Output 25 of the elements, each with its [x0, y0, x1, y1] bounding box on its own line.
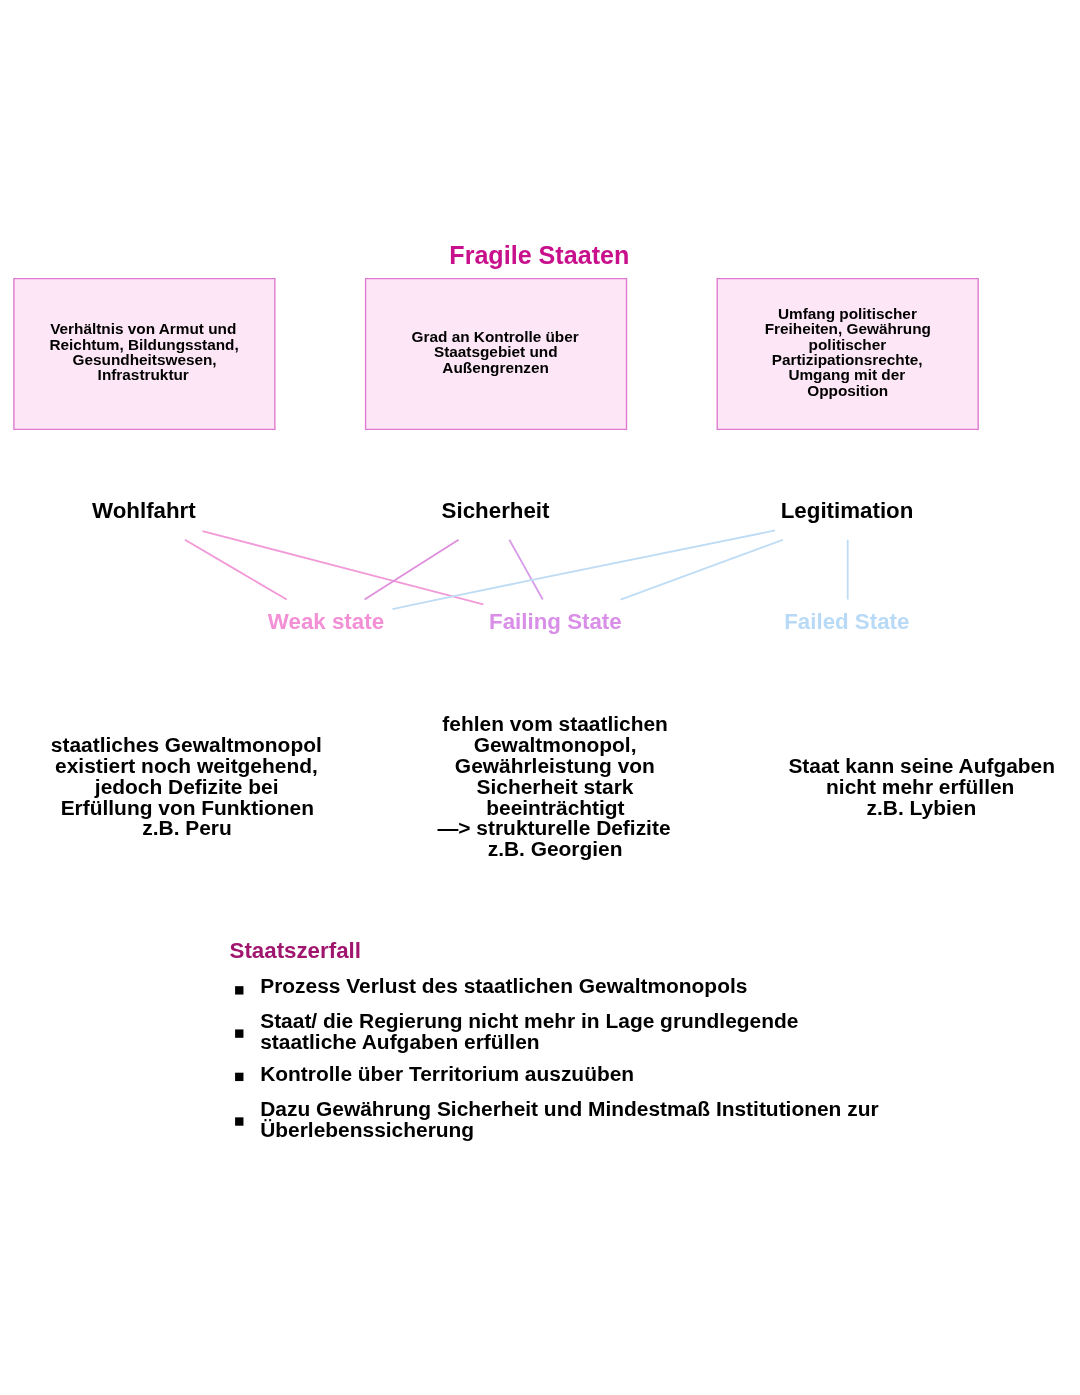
node-text: Failed State	[784, 608, 910, 634]
node-text: Legitimation	[780, 497, 914, 523]
label: Staatszerfall	[229, 937, 361, 963]
diagram-title: Fragile Staaten	[449, 240, 630, 269]
connector	[391, 529, 776, 610]
label: Kontrolle über Territorium auszuüben	[260, 1061, 635, 1085]
connector	[508, 538, 544, 600]
node-text: Failing State	[489, 608, 622, 634]
node-box: Umfang politischer Freiheiten, Gewährung politischer Partizipationsrechte, Umgang mit der Opposition	[716, 277, 979, 430]
label: Prozess Verlust des staatlichen Gewaltmonopols	[260, 973, 748, 997]
label: Staat/ die Regierung nicht mehr in Lage grundlegende staatliche Aufgaben erfüllen	[260, 1008, 799, 1053]
node-text: Weak state	[267, 608, 385, 634]
node-label: fehlen vom staatlichen Gewaltmonopol, Gewährleistung von Sicherheit stark beeinträchtigt	[442, 711, 668, 819]
node-text: Sicherheit	[441, 497, 550, 523]
connector	[619, 538, 784, 600]
connector	[846, 538, 849, 600]
connector	[184, 538, 288, 600]
label: Dazu Gewährung Sicherheit und Mindestmaß Institutionen zur Überlebenssicherung	[260, 1096, 879, 1141]
node-box: Verhältnis von Armut und Reichtum, Bildungsstand, Gesundheitswesen, Infrastruktur	[13, 277, 276, 430]
connector	[363, 538, 460, 600]
connector	[201, 529, 485, 605]
node-label: z.B. Lybien	[866, 795, 977, 819]
node-text: Wohlfahrt	[92, 497, 196, 523]
node-box: Grad an Kontrolle über Staatsgebiet und Außengrenzen	[364, 277, 628, 430]
node-label: z.B. Georgien	[487, 836, 623, 860]
